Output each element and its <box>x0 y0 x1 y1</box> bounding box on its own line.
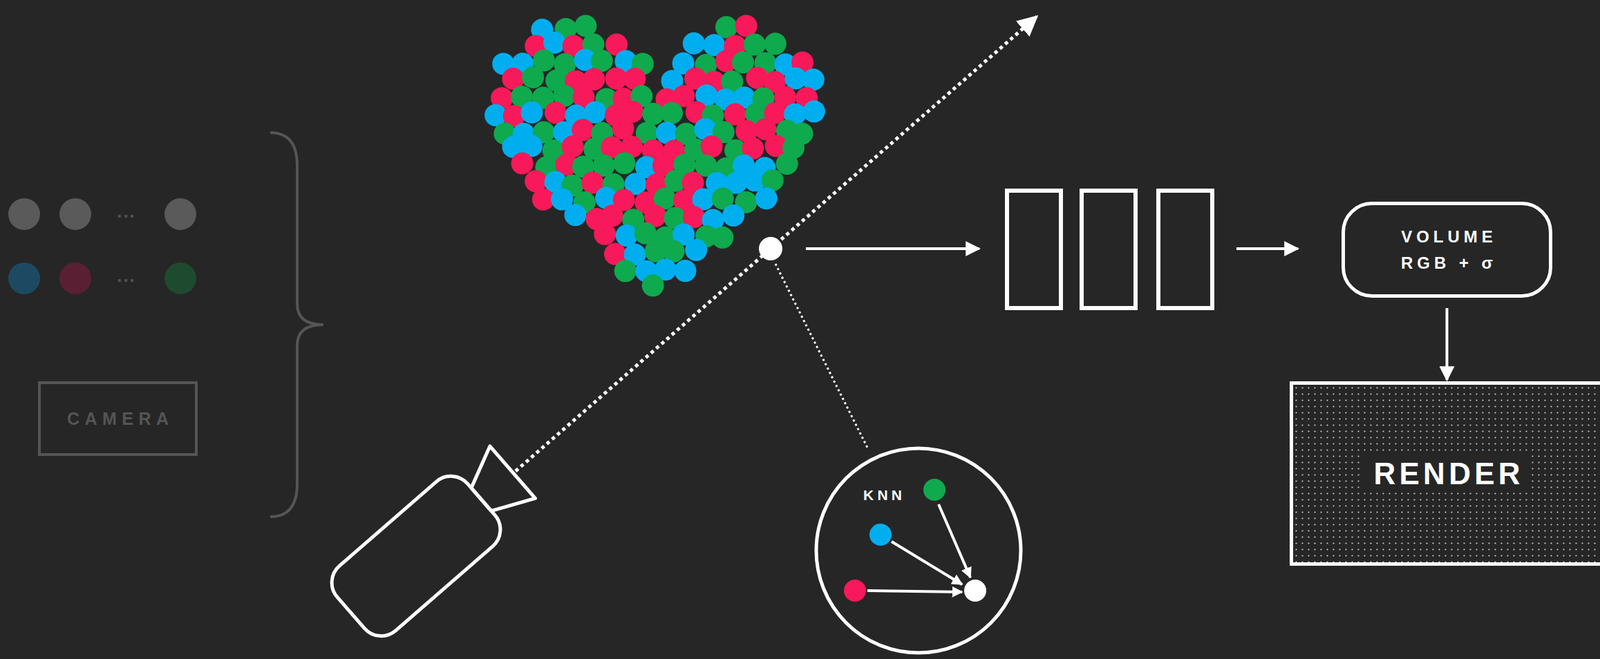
point-dot <box>711 226 734 249</box>
point-dot <box>764 32 787 55</box>
point-dot <box>593 223 616 246</box>
point-dot <box>563 203 587 227</box>
mlp-layer <box>1158 190 1213 309</box>
point-dot <box>532 188 555 211</box>
grey-dot <box>59 198 92 231</box>
neighbor-dot <box>843 579 867 602</box>
dot-pattern <box>1293 384 1600 563</box>
camera-lens <box>458 446 536 526</box>
flow-arrow <box>1236 247 1298 251</box>
camera-box: CAMERA <box>38 381 198 457</box>
point-dot <box>614 259 637 282</box>
point-cloud-heart <box>484 14 826 297</box>
dim-green-dot <box>164 262 197 295</box>
point-dot <box>520 101 543 124</box>
sample-point <box>758 237 783 261</box>
point-dot <box>735 14 758 37</box>
point-dot <box>511 152 534 175</box>
neighbor-dot <box>923 478 946 502</box>
point-dot <box>660 102 683 125</box>
node-label: CAMERA <box>61 409 174 430</box>
node-label: VOLUME RGB + σ <box>1379 223 1515 276</box>
knn-illustration <box>814 446 1023 656</box>
node-label: KNN <box>859 487 907 504</box>
flow-arrow <box>1445 308 1449 381</box>
point-dot <box>615 224 638 247</box>
inset-outline <box>816 448 1021 654</box>
point-dot <box>722 204 745 227</box>
knn-inset-circle: KNN <box>814 446 1023 656</box>
parameter-dots <box>8 198 197 295</box>
ellipsis-label: ... <box>116 201 137 223</box>
mlp-layer <box>1006 190 1061 309</box>
point-dot <box>684 239 708 262</box>
grey-dot <box>8 198 41 231</box>
neighbor-dot <box>869 523 892 547</box>
render-box: RENDER <box>1289 381 1600 567</box>
ellipsis-label: ... <box>116 265 137 287</box>
point-dot <box>700 135 723 158</box>
point-dot <box>642 274 665 297</box>
dim-blue-dot <box>8 262 41 295</box>
neighbor-arrow <box>938 504 971 578</box>
point-dot <box>755 187 778 210</box>
point-dot <box>776 152 799 175</box>
point-dot <box>613 152 636 175</box>
camera-body <box>322 467 510 646</box>
leader-line <box>775 264 869 450</box>
point-dot <box>803 100 826 123</box>
volume-box: VOLUME RGB + σ <box>1341 201 1553 298</box>
point-dot <box>521 66 544 89</box>
point-dot <box>682 32 705 55</box>
neighbor-dot <box>964 579 987 602</box>
dim-red-dot <box>59 262 92 295</box>
neighbor-arrow <box>867 590 963 593</box>
grey-dot <box>164 198 197 231</box>
mlp-layer <box>1081 190 1136 309</box>
camera-icon <box>322 440 541 646</box>
curly-brace <box>270 132 324 517</box>
flow-arrow <box>805 247 980 251</box>
camera-ray <box>515 16 1037 472</box>
neighbor-arrow <box>891 541 963 585</box>
point-dot <box>544 101 567 124</box>
point-dot <box>715 15 738 39</box>
point-dot <box>673 259 696 282</box>
node-label: RENDER <box>1362 455 1531 493</box>
